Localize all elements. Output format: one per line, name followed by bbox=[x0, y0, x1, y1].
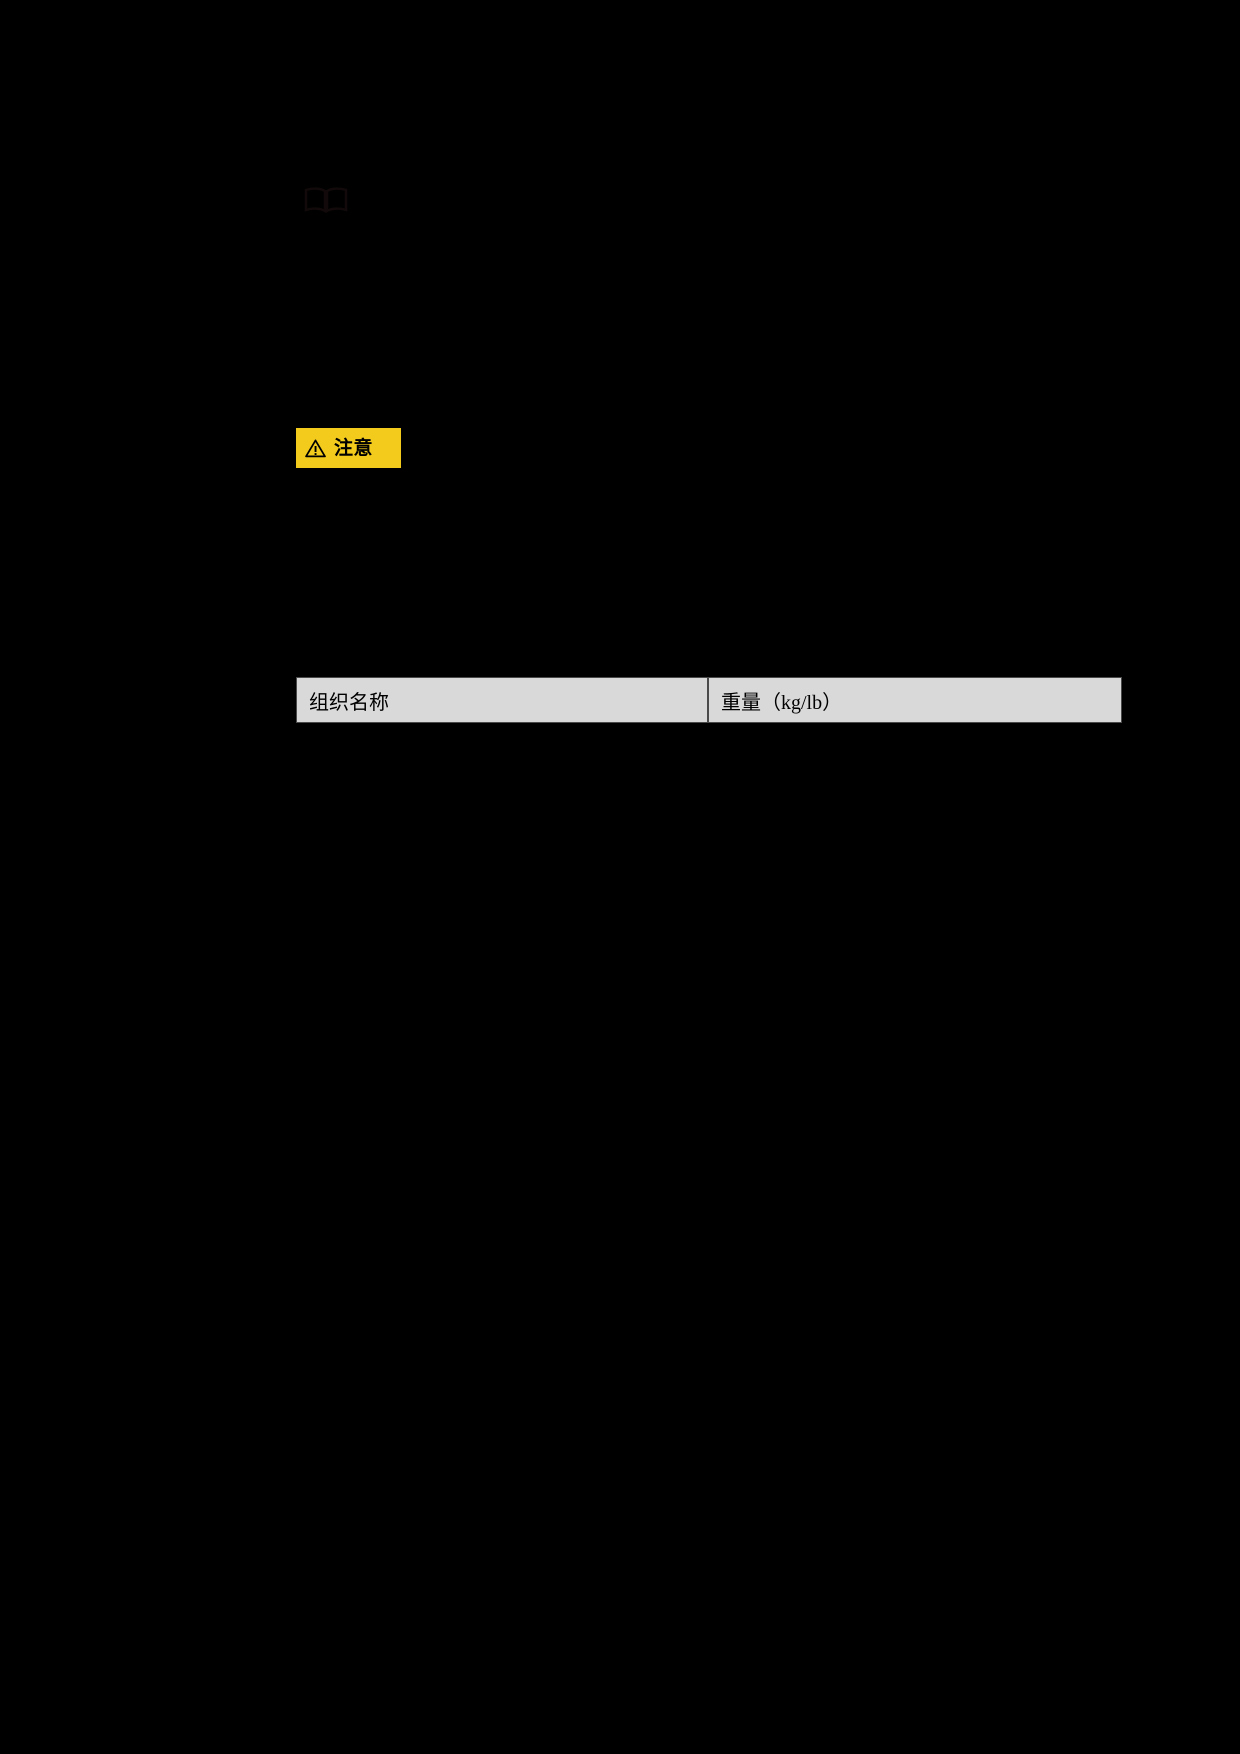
table-head: 组织名称 重量（kg/lb） bbox=[296, 677, 1122, 723]
caution-label: 注意 bbox=[334, 437, 374, 459]
column-header-organization-name: 组织名称 bbox=[296, 677, 708, 723]
warning-triangle-icon bbox=[305, 439, 326, 458]
open-book-icon bbox=[304, 187, 348, 214]
caution-callout-badge: 注意 bbox=[296, 428, 401, 468]
table-header-row: 组织名称 重量（kg/lb） bbox=[296, 677, 1122, 723]
column-header-weight: 重量（kg/lb） bbox=[708, 677, 1122, 723]
specification-table: 组织名称 重量（kg/lb） bbox=[296, 677, 1122, 723]
